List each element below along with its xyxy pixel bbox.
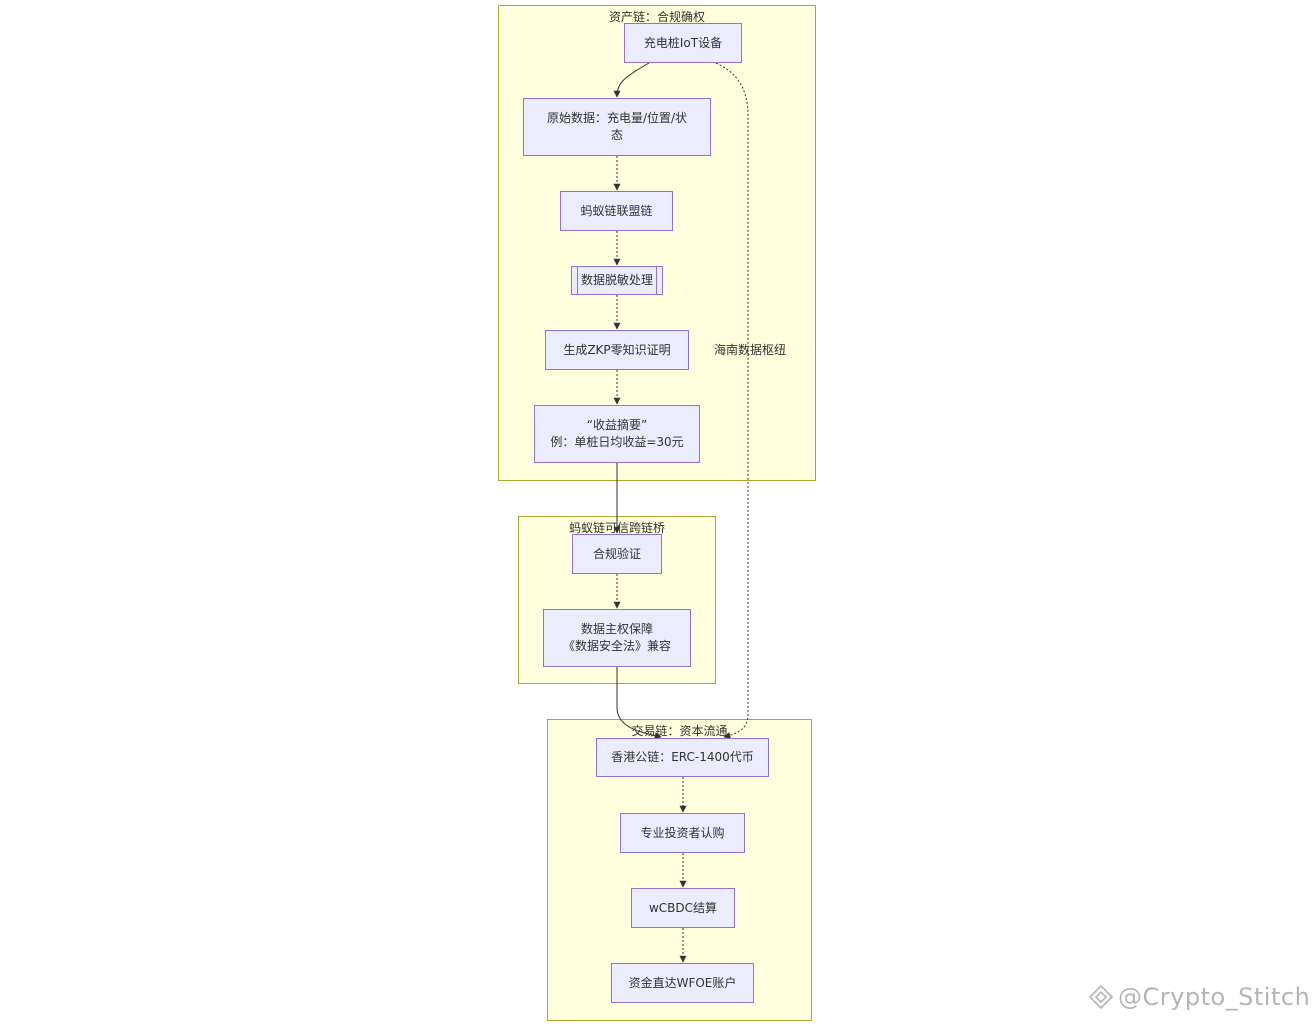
node-data-sovereignty[interactable]: 数据主权保障 《数据安全法》兼容 xyxy=(543,609,691,667)
node-wfoe[interactable]: 资金直达WFOE账户 xyxy=(611,963,754,1003)
node-hk-token-label: 香港公链：ERC-1400代币 xyxy=(611,750,754,764)
node-data-sovereignty-line1: 数据主权保障 xyxy=(580,622,653,636)
edge-sovereignty-to-token xyxy=(616,667,662,739)
node-wfoe-label: 资金直达WFOE账户 xyxy=(628,975,737,990)
node-revenue-summary-line2: 例：单桩日均收益=30元 xyxy=(550,435,684,449)
node-revenue-summary[interactable]: “收益摘要” 例：单桩日均收益=30元 xyxy=(534,405,700,463)
node-alliance-chain[interactable]: 蚂蚁链联盟链 xyxy=(560,191,673,231)
cluster-asset-chain-label: 资产链：合规确权 xyxy=(608,10,705,24)
edge-iot-to-token-dotted xyxy=(715,62,749,739)
cluster-asset-chain: 资产链：合规确权 xyxy=(498,5,816,481)
node-zkp[interactable]: 生成ZKP零知识证明 xyxy=(545,330,689,370)
node-desensitize[interactable]: 数据脱敏处理 xyxy=(571,266,663,295)
node-wcbdc[interactable]: wCBDC结算 xyxy=(631,888,735,928)
node-data-sovereignty-line2: 《数据安全法》兼容 xyxy=(562,639,671,653)
node-revenue-summary-line1: “收益摘要” xyxy=(586,418,648,432)
node-compliance-check[interactable]: 合规验证 xyxy=(572,534,662,574)
watermark-text: @Crypto_Stitch xyxy=(1118,983,1311,1011)
node-raw-data-line1: 原始数据：充电量/位置/状 xyxy=(546,111,688,125)
node-hk-token[interactable]: 香港公链：ERC-1400代币 xyxy=(596,738,769,777)
node-pro-investor-label: 专业投资者认购 xyxy=(640,825,725,840)
node-iot-device-label: 充电桩IoT设备 xyxy=(643,35,723,50)
node-zkp-label: 生成ZKP零知识证明 xyxy=(563,342,671,357)
edge-label-hainan-hub: 海南数据枢纽 xyxy=(714,343,787,357)
node-raw-data-line2: 态 xyxy=(610,128,623,142)
watermark: @Crypto_Stitch xyxy=(1088,982,1310,1012)
node-pro-investor[interactable]: 专业投资者认购 xyxy=(620,813,745,853)
node-iot-device[interactable]: 充电桩IoT设备 xyxy=(624,23,742,63)
node-desensitize-label: 数据脱敏处理 xyxy=(580,273,653,287)
node-compliance-check-label: 合规验证 xyxy=(592,546,641,561)
edge-iot-to-raw xyxy=(613,62,650,98)
diamond-logo-icon xyxy=(1088,984,1114,1010)
node-raw-data[interactable]: 原始数据：充电量/位置/状 态 xyxy=(523,98,711,156)
node-wcbdc-label: wCBDC结算 xyxy=(648,900,718,915)
node-alliance-chain-label: 蚂蚁链联盟链 xyxy=(580,203,653,218)
